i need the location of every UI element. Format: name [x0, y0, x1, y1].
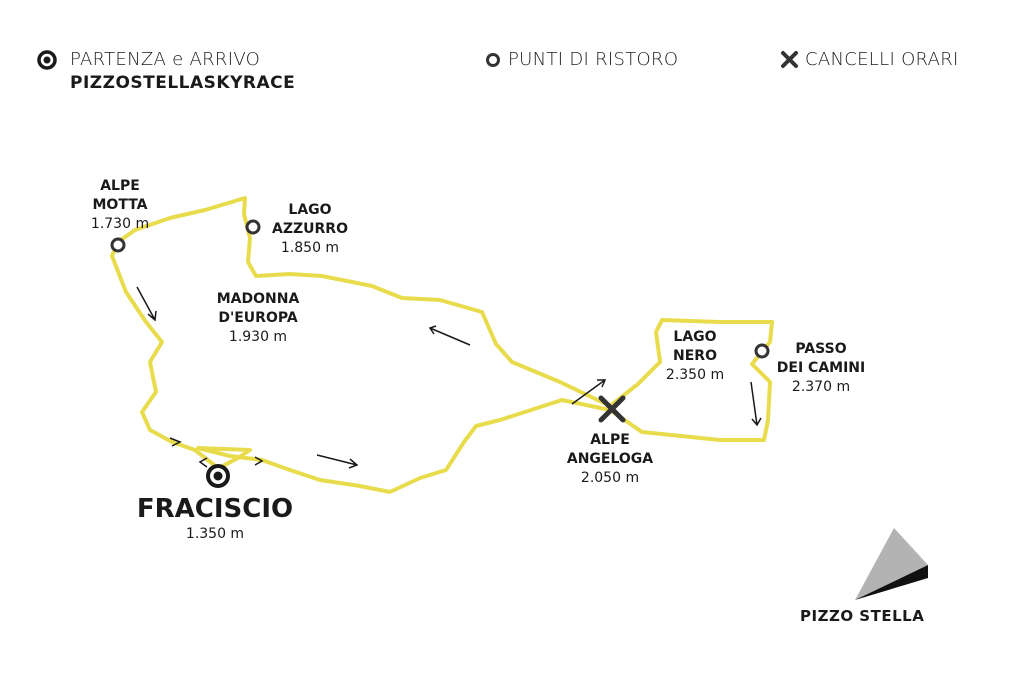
- arrow-icon: [198, 457, 208, 468]
- race-name: PIZZOSTELLASKYRACE: [70, 73, 296, 93]
- place-name: NERO: [673, 348, 717, 364]
- place-name: MADONNA: [216, 291, 300, 307]
- label-lago-azzurro: LAGO AZZURRO 1.850 m: [272, 201, 348, 258]
- altitude: 2.350 m: [665, 367, 725, 383]
- aid-station-passo-camini: [754, 343, 770, 359]
- place-name: D'EUROPA: [218, 310, 298, 326]
- altitude: 1.850 m: [280, 240, 340, 256]
- altitude: 1.930 m: [228, 329, 288, 345]
- direction-arrows: [136, 286, 762, 469]
- arrow-icon: [571, 379, 607, 405]
- label-lago-nero: LAGO NERO 2.350 m: [666, 328, 724, 385]
- aid-station-alpe-motta: [110, 237, 126, 253]
- legend-cutoffs: CANCELLI ORARI: [805, 49, 959, 70]
- place-name: ALPE: [590, 432, 630, 448]
- arrow-icon: [254, 456, 264, 466]
- place-name: MOTTA: [92, 197, 148, 213]
- place-name: ALPE: [100, 178, 140, 194]
- place-name: PASSO: [795, 341, 847, 357]
- arrow-icon: [136, 286, 157, 322]
- label-fraciscio: FRACISCIO 1.350 m: [137, 493, 293, 544]
- arrow-icon: [169, 437, 182, 447]
- label-alpe-motta: ALPE MOTTA 1.730 m: [91, 177, 149, 234]
- aid-station-lago-azzurro: [245, 219, 261, 235]
- place-name: ANGELOGA: [566, 451, 654, 467]
- place-name: LAGO: [673, 329, 717, 345]
- place-name: FRACISCIO: [136, 494, 294, 524]
- place-name: AZZURRO: [272, 221, 348, 237]
- aid-station-legend-icon: [486, 53, 500, 67]
- altitude: 2.370 m: [791, 379, 851, 395]
- legend-aid-stations: PUNTI DI RISTORO: [508, 49, 679, 70]
- altitude: 1.730 m: [90, 216, 150, 232]
- place-name: DEI CAMINI: [776, 360, 866, 376]
- label-madonna-europa: MADONNA D'EUROPA 1.930 m: [217, 290, 300, 347]
- label-passo-camini: PASSO DEI CAMINI 2.370 m: [777, 340, 865, 397]
- peak-icon: [855, 528, 928, 600]
- arrow-icon: [750, 381, 762, 427]
- place-name: LAGO: [288, 202, 332, 218]
- peak-name: PIZZO STELLA: [800, 607, 925, 625]
- altitude: 2.050 m: [580, 470, 640, 486]
- legend-start-finish: PARTENZA e ARRIVO: [70, 49, 261, 70]
- altitude: 1.350 m: [185, 526, 245, 542]
- cutoff-legend-icon: [781, 51, 798, 68]
- arrow-icon: [428, 325, 471, 346]
- route-line: [110, 196, 774, 494]
- cutoff-angeloga-icon: [598, 395, 626, 423]
- label-alpe-angeloga: ALPE ANGELOGA 2.050 m: [567, 431, 653, 488]
- arrow-icon: [316, 454, 359, 469]
